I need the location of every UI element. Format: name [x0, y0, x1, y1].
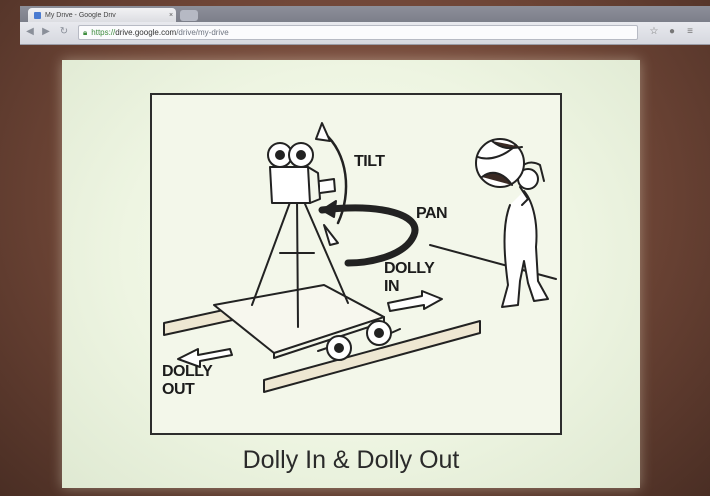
browser-toolbar: ◀ ▶ ↻ 🔒︎ https:// drive.google.com /driv… — [20, 22, 710, 45]
slide-caption: Dolly In & Dolly Out — [62, 446, 640, 475]
lock-icon: 🔒︎ — [83, 28, 87, 38]
forward-icon[interactable]: ▶ — [40, 26, 52, 38]
camera-dolly-drawing — [152, 95, 560, 433]
menu-icon[interactable]: ≡ — [684, 26, 696, 38]
browser-tab-strip: My Drive - Google Driv × — [20, 6, 710, 22]
dolly-out-label: DOLLY OUT — [162, 363, 212, 399]
star-icon[interactable]: ☆ — [648, 26, 660, 38]
dolly-in-label: DOLLY IN — [384, 260, 434, 296]
back-icon[interactable]: ◀ — [24, 26, 36, 38]
extension-icon[interactable]: ● — [666, 26, 678, 38]
new-tab-button[interactable] — [180, 10, 198, 21]
url-path: /drive/my-drive — [176, 28, 228, 37]
browser-tab[interactable]: My Drive - Google Driv × — [28, 8, 176, 22]
pan-label: PAN — [416, 205, 447, 223]
address-bar[interactable]: 🔒︎ https:// drive.google.com /drive/my-d… — [78, 25, 638, 40]
tab-close-icon[interactable]: × — [166, 12, 176, 19]
url-scheme: https:// — [91, 28, 115, 37]
presentation-slide: TILT PAN DOLLY IN DOLLY OUT Dolly In & D… — [62, 60, 640, 488]
tab-title: My Drive - Google Driv — [45, 12, 166, 19]
reload-icon[interactable]: ↻ — [58, 26, 70, 38]
url-host: drive.google.com — [115, 28, 176, 37]
tilt-label: TILT — [354, 153, 385, 171]
dolly-illustration: TILT PAN DOLLY IN DOLLY OUT — [150, 93, 562, 435]
drive-favicon-icon — [34, 12, 41, 19]
